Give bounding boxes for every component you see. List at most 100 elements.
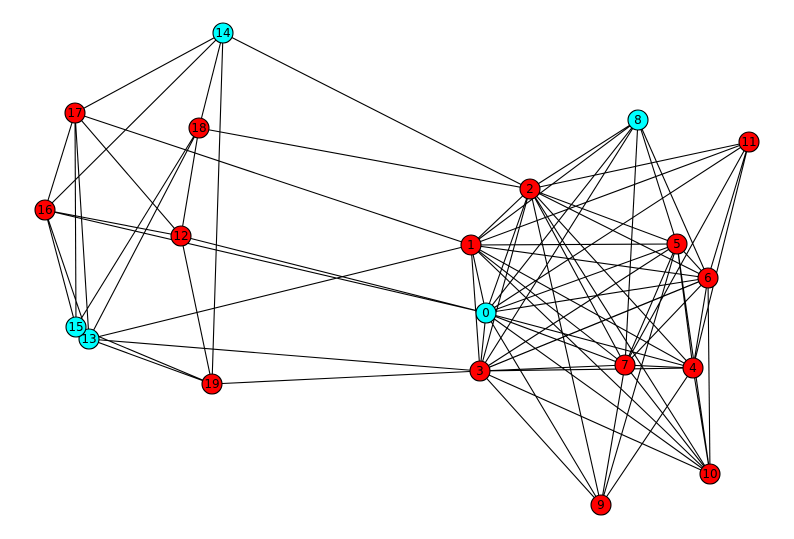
node-circle-12 (170, 225, 192, 247)
edge-8-3 (479, 119, 639, 372)
edge-5-9 (600, 243, 678, 506)
edge-17-12 (74, 112, 182, 237)
edge-17-1 (74, 112, 472, 246)
edge-0-9 (485, 312, 602, 506)
node-7: 7 (614, 354, 636, 376)
node-circle-14 (212, 22, 234, 44)
edge-7-9 (600, 364, 626, 506)
node-13: 13 (78, 328, 100, 350)
edge-1-5 (470, 243, 678, 246)
edge-3-10 (479, 370, 711, 475)
edge-14-19 (211, 32, 224, 385)
edge-11-0 (485, 141, 750, 314)
node-label-9: 9 (597, 498, 605, 512)
edge-8-5 (637, 119, 678, 245)
edge-17-16 (44, 112, 76, 211)
edge-14-18 (198, 32, 224, 129)
edge-8-7 (624, 119, 639, 366)
node-8: 8 (627, 109, 649, 131)
edge-14-16 (44, 32, 224, 211)
node-label-1: 1 (467, 238, 475, 252)
edge-16-0 (44, 209, 487, 314)
edge-1-4 (470, 244, 694, 369)
edge-8-1 (470, 119, 639, 246)
edge-12-0 (180, 235, 487, 314)
edge-11-1 (470, 141, 750, 246)
edge-2-6 (529, 188, 709, 279)
node-label-4: 4 (689, 361, 697, 375)
edge-6-3 (479, 277, 709, 372)
node-circle-10 (699, 463, 721, 485)
edge-0-7 (485, 312, 626, 366)
edge-2-4 (529, 188, 694, 369)
node-3: 3 (469, 360, 491, 382)
node-0: 0 (475, 302, 497, 324)
edge-13-19 (88, 338, 213, 385)
edge-7-4 (624, 364, 694, 369)
node-circle-5 (666, 233, 688, 255)
node-label-18: 18 (191, 121, 206, 135)
edge-16-13 (44, 209, 90, 340)
node-label-5: 5 (673, 237, 681, 251)
edge-0-10 (485, 312, 711, 475)
edge-9-2 (529, 188, 602, 506)
edge-3-7 (479, 364, 626, 372)
edge-18-12 (180, 127, 200, 237)
edge-17-15 (74, 112, 77, 328)
node-circle-7 (614, 354, 636, 376)
node-label-15: 15 (68, 320, 83, 334)
node-label-7: 7 (621, 358, 629, 372)
node-18: 18 (188, 117, 210, 139)
edge-16-12 (44, 209, 182, 237)
edge-4-9 (600, 367, 694, 506)
edge-5-7 (624, 243, 678, 366)
edge-2-0 (485, 188, 531, 314)
edge-1-10 (470, 244, 711, 475)
edge-2-1 (470, 188, 531, 246)
edge-11-6 (707, 141, 750, 279)
edge-12-19 (180, 235, 213, 385)
node-circle-6 (697, 267, 719, 289)
edge-11-7 (624, 141, 750, 366)
node-4: 4 (682, 357, 704, 379)
edge-8-0 (485, 119, 639, 314)
edge-11-2 (529, 141, 750, 190)
node-label-0: 0 (482, 306, 490, 320)
node-label-19: 19 (204, 377, 219, 391)
edge-2-3 (479, 188, 531, 372)
node-label-11: 11 (741, 135, 756, 149)
node-circle-15 (65, 316, 87, 338)
node-label-8: 8 (634, 113, 642, 127)
node-15: 15 (65, 316, 87, 338)
edge-16-15 (44, 209, 77, 328)
node-circle-2 (519, 178, 541, 200)
node-1: 1 (460, 234, 482, 256)
edge-13-3 (88, 338, 481, 372)
edge-1-7 (470, 244, 626, 366)
edge-6-4 (692, 277, 709, 369)
node-6: 6 (697, 267, 719, 289)
node-17: 17 (64, 102, 86, 124)
node-circle-3 (469, 360, 491, 382)
node-circle-17 (64, 102, 86, 124)
node-9: 9 (590, 494, 612, 516)
node-circle-11 (738, 131, 760, 153)
edge-8-2 (529, 119, 639, 190)
edge-6-7 (624, 277, 709, 366)
edge-1-3 (470, 244, 481, 372)
node-circle-1 (460, 234, 482, 256)
node-circle-18 (188, 117, 210, 139)
edge-3-5 (479, 243, 678, 372)
node-circle-8 (627, 109, 649, 131)
node-label-14: 14 (215, 26, 230, 40)
node-label-6: 6 (704, 271, 712, 285)
node-circle-16 (34, 199, 56, 221)
node-label-3: 3 (476, 364, 484, 378)
node-11: 11 (738, 131, 760, 153)
node-circle-19 (201, 373, 223, 395)
node-16: 16 (34, 199, 56, 221)
edge-0-4 (485, 312, 694, 369)
edge-3-9 (479, 370, 602, 506)
